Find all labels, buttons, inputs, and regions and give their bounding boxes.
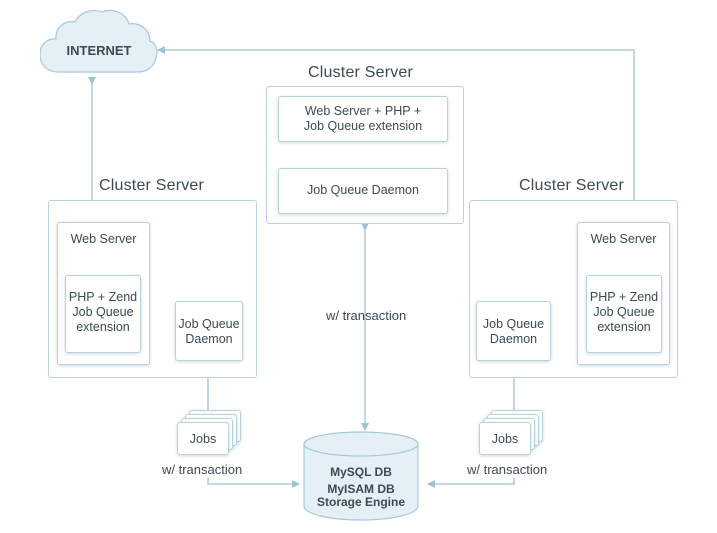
arrow-left-jobs-db [207, 478, 300, 488]
right-jobs-label: Jobs [491, 432, 519, 446]
center-daemon-box: Job Queue Daemon [278, 168, 448, 214]
center-cluster-title: Cluster Server [308, 64, 414, 81]
left-daemon-line2: Daemon [185, 332, 233, 346]
db-line2: MyISAM DB [327, 482, 395, 496]
left-daemon-box: Job Queue Daemon [175, 301, 243, 361]
center-web-server-line2: Job Queue extension [303, 119, 423, 133]
left-jobs-box: Jobs [177, 422, 229, 455]
center-web-server-line1: Web Server + PHP + [304, 104, 422, 118]
database-icon [303, 431, 419, 521]
left-php-line2: Job Queue [72, 305, 134, 319]
center-web-server-box: Web Server + PHP + Job Queue extension [278, 96, 448, 142]
arrow-internet-right [157, 46, 638, 228]
db-line3: Storage Engine [316, 495, 405, 509]
left-cluster-title: Cluster Server [99, 177, 205, 194]
right-daemon-line1: Job Queue [482, 317, 545, 331]
left-web-server-label: Web Server [70, 232, 137, 246]
left-php-box: PHP + Zend Job Queue extension [65, 275, 141, 353]
right-daemon-box: Job Queue Daemon [476, 301, 551, 361]
arrow-right-jobs-db [427, 478, 515, 488]
right-jobs-box: Jobs [479, 422, 531, 455]
internet-label: INTERNET [66, 43, 132, 58]
right-cluster-title: Cluster Server [519, 177, 625, 194]
center-transaction-label: w/ transaction [326, 308, 407, 323]
left-jobs-label: Jobs [189, 432, 217, 446]
right-daemon-line2: Daemon [489, 332, 538, 346]
left-php-line3: extension [76, 320, 130, 334]
right-web-server-label: Web Server [590, 232, 657, 246]
center-daemon-label: Job Queue Daemon [307, 183, 419, 197]
db-line1: MySQL DB [330, 465, 392, 479]
left-transaction-label: w/ transaction [162, 462, 243, 477]
cloud-icon [40, 9, 158, 73]
right-php-line3: extension [597, 320, 651, 334]
right-php-line2: Job Queue [593, 305, 655, 319]
right-php-box: PHP + Zend Job Queue extension [586, 275, 662, 353]
left-php-line1: PHP + Zend [68, 290, 138, 304]
left-daemon-line1: Job Queue [178, 317, 240, 331]
right-transaction-label: w/ transaction [467, 462, 548, 477]
right-php-line1: PHP + Zend [589, 290, 659, 304]
